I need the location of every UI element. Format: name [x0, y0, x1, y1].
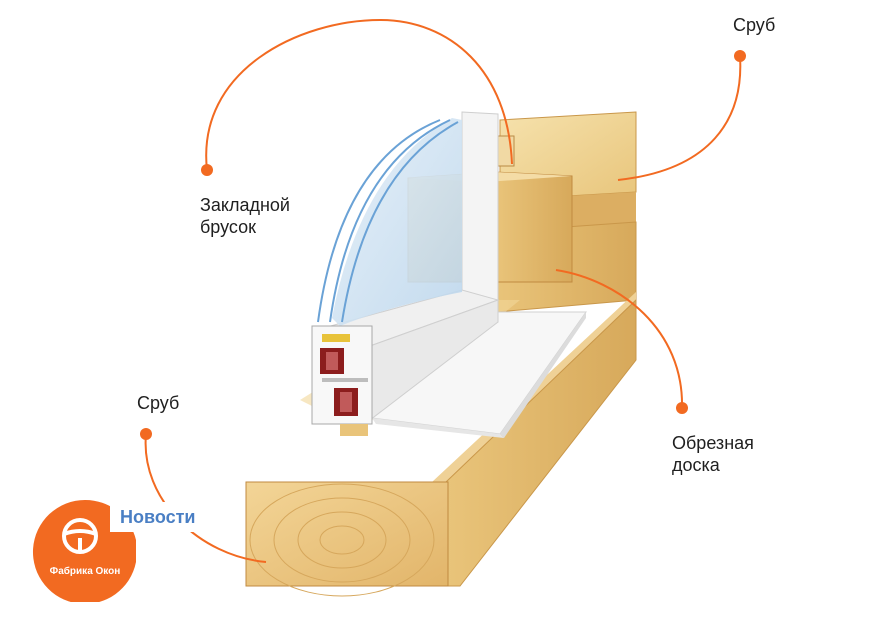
label-edged-board-line2: доска	[672, 455, 720, 475]
steering-wheel-icon	[62, 518, 98, 554]
news-link[interactable]: Новости	[110, 502, 206, 532]
callout-dots	[140, 50, 746, 440]
label-log-left-text: Сруб	[137, 393, 180, 413]
label-insert-bar: Закладной брусок	[200, 194, 290, 238]
window-frame	[311, 111, 500, 436]
callout-board	[555, 269, 684, 409]
label-insert-bar-line1: Закладной	[200, 195, 290, 215]
label-log-top-right: Сруб	[733, 14, 775, 36]
brand-name: Фабрика Окон	[49, 566, 121, 577]
label-log-left: Сруб	[137, 392, 179, 414]
label-log-top-right-text: Сруб	[733, 15, 776, 35]
end-grain-rings	[249, 483, 435, 597]
label-insert-bar-line2: брусок	[200, 217, 257, 237]
label-edged-board: Обрезная доска	[672, 432, 754, 476]
label-edged-board-line1: Обрезная	[672, 433, 754, 453]
callout-insert-bar	[205, 18, 513, 171]
callout-top-right	[617, 55, 742, 181]
